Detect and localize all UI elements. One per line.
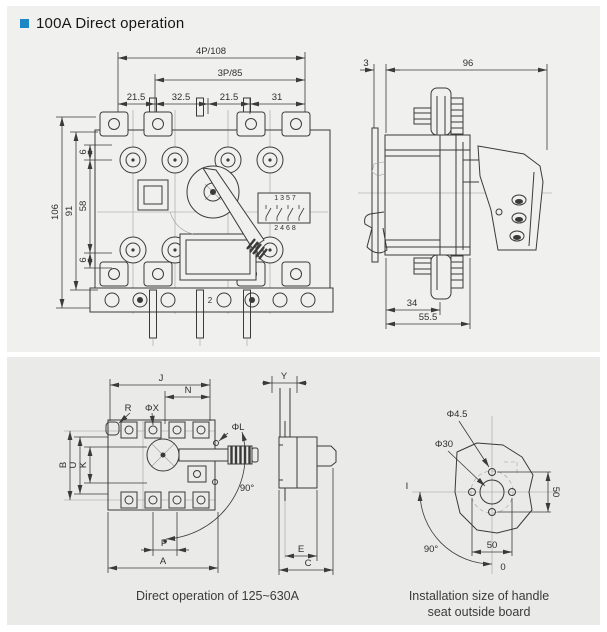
side-view-dimensions: 3 96 34 55.5 [360,58,548,329]
label-plate [179,233,257,281]
mounting-plate [371,127,379,263]
dim-3: 3 [363,58,368,69]
side-handle [463,145,544,251]
dim-horizontal-50: 50 [487,540,498,551]
dim-34: 34 [407,298,418,309]
dim-phi-x: ΦX [145,403,160,414]
side-view-drawing: 3 96 34 55.5 [358,58,552,329]
phi-l-hole [213,440,219,446]
direct-view-body [64,419,259,511]
pole-mark-label: 2 [208,296,213,305]
dim-6-bottom: 6 [78,257,89,262]
side-view-body [358,87,552,300]
caption-installation-line2: seat outside board [427,604,531,619]
dim-55-5: 55.5 [419,312,438,323]
bottom-terminal-block: 2 [89,287,334,346]
handle-seat-drawing: Φ4.5 Φ30 50 50 I 0 90° [406,409,561,574]
dim-phi-4-5: Φ4.5 [447,409,468,420]
dim-seg1: 21.5 [127,92,146,103]
front-view-drawing: 1357 2468 2 [50,46,334,346]
ninety-degree-arc [165,431,247,541]
terminal-bolt-bottom [413,254,464,300]
front-view-body: 1357 2468 2 [89,97,334,346]
dim-R: R [125,403,132,414]
dim-A: A [160,556,167,567]
pads-top [120,421,210,439]
dim-96: 96 [463,58,474,69]
dim-3p-85: 3P/85 [218,68,243,79]
rotary-handle [169,165,268,260]
bottom-panel [7,357,600,625]
indicator-box [187,465,207,483]
dim-vertical-50: 50 [550,487,561,498]
page-title-text: 100A Direct operation [36,15,185,32]
dim-P: P [161,538,167,549]
terminal-bolt-top [413,87,464,136]
terminals-top [119,146,284,174]
dim-seat-angle: 90° [424,544,439,555]
page-title: 100A Direct operation [20,15,184,32]
nameplate [137,179,169,211]
mounting-tabs-top [99,111,311,137]
dim-N: N [185,385,192,396]
dim-phi-30: Φ30 [435,439,453,450]
seat-ninety-degree-arc [417,491,493,567]
profile-dimensions: Y E C [262,371,334,575]
dim-K: K [78,461,89,468]
dim-phi-l: ΦL [232,422,245,433]
corner-tab [105,421,120,436]
dim-U: U [68,461,79,468]
dim-6-top: 6 [78,149,89,154]
dim-zero: 0 [500,562,505,573]
caption-installation-line1: Installation size of handle [408,589,550,603]
dim-58: 58 [78,201,89,212]
profile-drawing: Y E C [262,371,337,575]
handle-grip [246,238,268,260]
din-rail-clip [364,211,388,254]
dim-angle-90: 90° [240,483,255,494]
wiring-label-bottom: 2468 [274,225,298,232]
shaft-boss [316,445,337,467]
caption-direct-operation: Direct operation of 125~630A [136,589,299,603]
front-view-dimensions: 4P/108 3P/85 21.5 32.5 21.5 31 106 91 6 … [50,46,306,309]
dim-seg4: 31 [272,92,283,103]
seat-dimensions: Φ4.5 Φ30 50 50 I 0 90° [406,409,561,573]
direct-operation-drawing: J N R ΦX ΦL B U K 90° P A [58,373,259,573]
dim-Y: Y [281,371,288,382]
wiring-label-top: 1357 [274,195,298,202]
dim-106: 106 [50,204,61,220]
caption-installation: Installation size of handle seat outside… [393,589,565,620]
dim-B: B [58,462,69,468]
dim-seg3: 21.5 [220,92,239,103]
latch-hook [371,161,385,177]
dim-J: J [159,373,164,384]
profile-body [278,388,337,558]
wiring-diagram-box: 1357 2468 [257,192,311,232]
axis-label-I: I [406,481,409,492]
title-bullet-icon [20,19,29,28]
mounting-tabs-bottom [99,261,311,287]
dim-91: 91 [64,206,75,217]
dim-C: C [305,558,312,569]
seat-cutout-outline [454,442,534,534]
direct-view-dimensions: J N R ΦX ΦL B U K 90° P A [58,373,254,573]
dim-E: E [298,544,304,555]
dim-seg2: 32.5 [172,92,191,103]
dim-4p-108: 4P/108 [196,46,226,57]
